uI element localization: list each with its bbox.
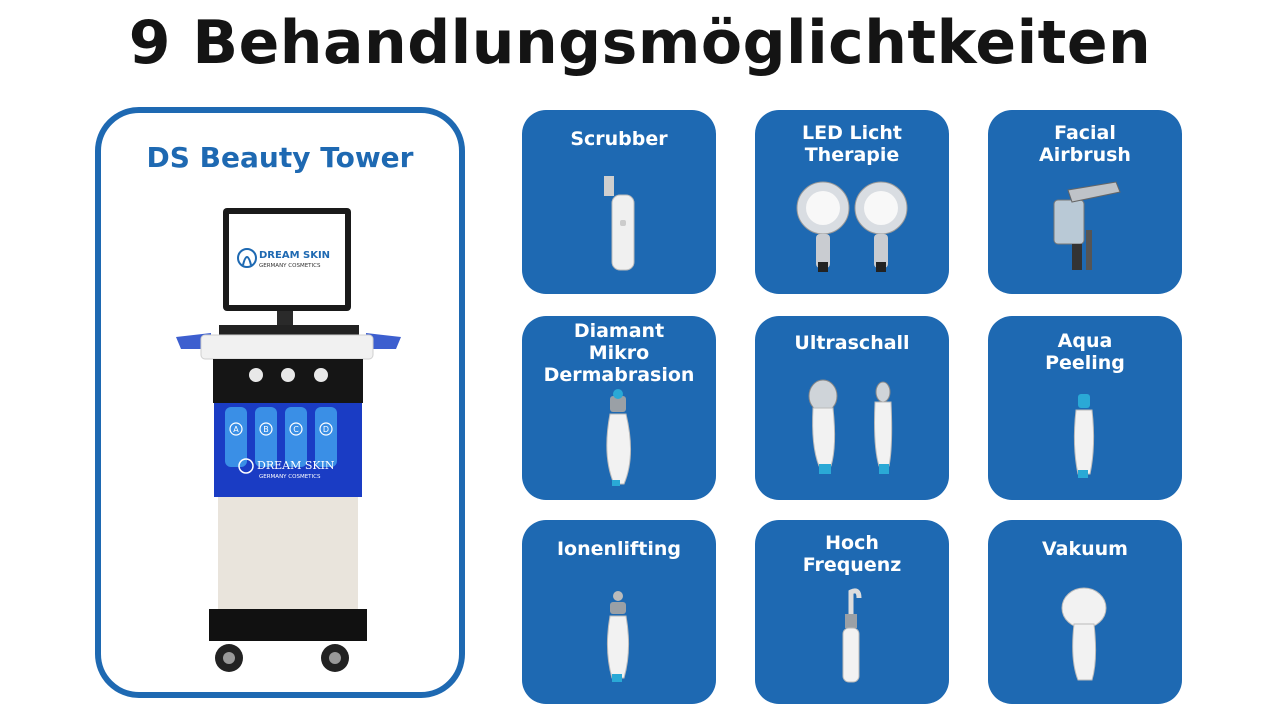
ultrasound-handpieces-icon — [808, 379, 893, 474]
cabinet-sub: GERMANY COSMETICS — [259, 474, 321, 480]
beauty-tower-device-icon: DREAM SKIN GERMANY COSMETICS A B C D — [176, 208, 401, 672]
treatment-card-led: LED Licht Therapie — [755, 110, 949, 294]
treatment-card-diamond: Diamant Mikro Dermabrasion — [522, 316, 716, 500]
treatment-label: Ultraschall — [794, 332, 910, 354]
diamond-handpiece-icon — [606, 389, 632, 486]
tank-label-a: A — [233, 425, 239, 434]
tank-label-d: D — [323, 425, 329, 434]
treatment-label: Aqua Peeling — [1045, 330, 1125, 374]
scrubber-handpiece-icon — [604, 176, 635, 271]
cabinet-brand: DREAM SKIN — [257, 459, 335, 472]
screen-brand: DREAM SKIN — [259, 250, 330, 261]
treatment-card-scrubber: Scrubber — [522, 110, 716, 294]
treatment-card-airbrush: Facial Airbrush — [988, 110, 1182, 294]
high-frequency-electrode-icon — [842, 588, 862, 683]
led-light-handpieces-icon — [796, 181, 908, 272]
treatment-card-aqua: Aqua Peeling — [988, 316, 1182, 500]
tank-label-c: C — [293, 425, 299, 434]
treatment-label: Diamant Mikro Dermabrasion — [543, 320, 695, 386]
aqua-peeling-handpiece-icon — [1073, 394, 1095, 478]
screen-sub: GERMANY COSMETICS — [259, 263, 321, 269]
vacuum-cup-icon — [1061, 587, 1107, 681]
treatment-card-vacuum: Vakuum — [988, 520, 1182, 704]
tower-panel: DS Beauty Tower DREAM SKIN GERMANY COSME… — [95, 107, 465, 698]
tower-title: DS Beauty Tower — [146, 141, 414, 174]
treatment-label: Scrubber — [570, 128, 668, 150]
page-title: 9 Behandlungsmöglichtkeiten — [128, 8, 1152, 78]
treatment-label: Ionenlifting — [556, 538, 682, 560]
treatment-label: Facial Airbrush — [1039, 122, 1131, 166]
tank-label-b: B — [263, 425, 269, 434]
treatment-card-highfreq: Hoch Frequenz — [755, 520, 949, 704]
treatment-card-ion: Ionenlifting — [522, 520, 716, 704]
treatment-label: LED Licht Therapie — [802, 122, 902, 166]
treatment-label: Vakuum — [1042, 538, 1128, 560]
treatment-card-ultrasound: Ultraschall — [755, 316, 949, 500]
airbrush-gun-icon — [1053, 181, 1121, 270]
treatment-label: Hoch Frequenz — [802, 532, 902, 576]
ion-lifting-handpiece-icon — [606, 591, 630, 682]
